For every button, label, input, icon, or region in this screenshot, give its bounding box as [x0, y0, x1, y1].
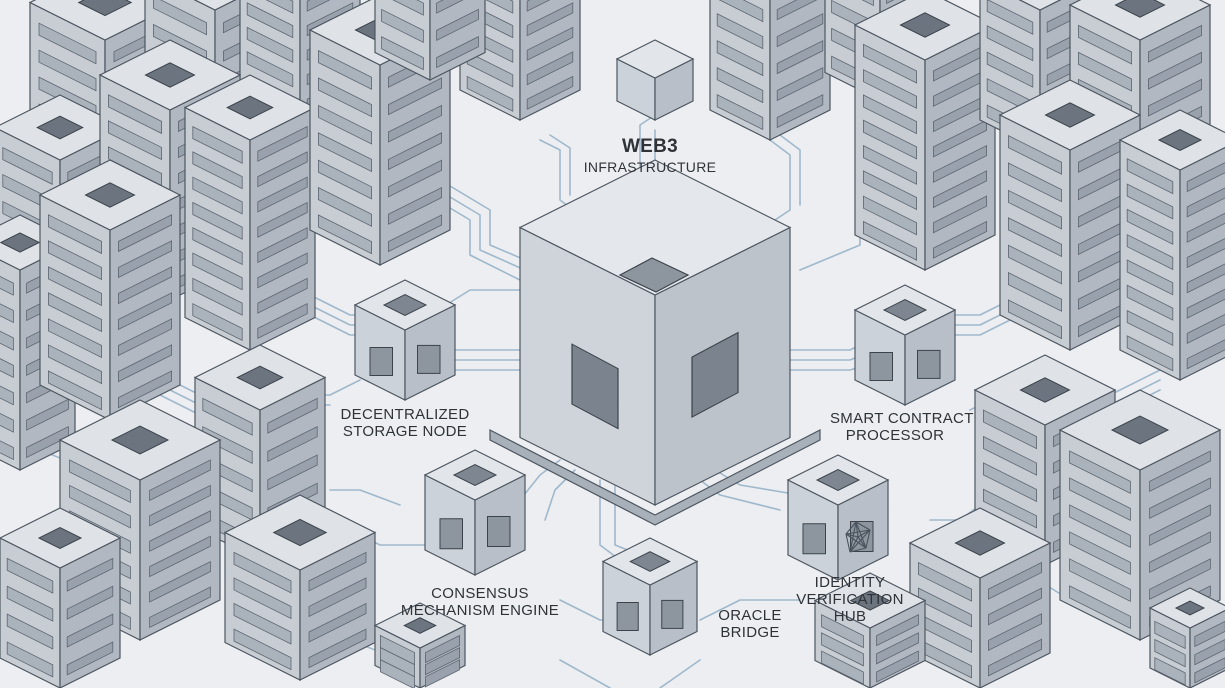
consensus-engine-cube: [423, 449, 527, 576]
chip-icon: [629, 551, 671, 572]
server-rack: [58, 399, 222, 641]
oracle-bridge-label-line-2: BRIDGE: [720, 624, 780, 641]
chip-icon: [1110, 415, 1170, 445]
chip-icon: [691, 331, 739, 418]
chip-icon: [618, 257, 690, 293]
chip-icon: [571, 343, 619, 430]
server-rack: [908, 507, 1052, 688]
chip-icon: [382, 293, 428, 317]
chip-icon: [802, 523, 826, 555]
network-icon: [845, 521, 871, 553]
chip-icon: [1174, 600, 1206, 616]
chip-icon: [1157, 128, 1203, 152]
chip-icon: [144, 62, 196, 88]
server-rack: [1148, 587, 1225, 688]
server-rack: [0, 507, 122, 688]
server-rack: [1118, 109, 1225, 381]
core-base-plate: [489, 429, 821, 526]
smart-contract-label-line-1: SMART CONTRACT: [830, 410, 974, 427]
chip-icon: [37, 526, 83, 550]
identity-hub-cube: [786, 454, 890, 581]
chip-icon: [1044, 102, 1096, 128]
chip-icon: [439, 518, 463, 550]
module-cubes: [353, 39, 957, 656]
server-rack: [1058, 389, 1222, 641]
smart-contract-cube: [853, 284, 957, 406]
chip-icon: [849, 590, 891, 611]
consensus-engine-label-line-1: CONSENSUS: [431, 585, 529, 602]
chip-icon: [417, 344, 441, 374]
storage-node-label-line-2: STORAGE NODE: [342, 423, 468, 440]
title-line-1: WEB3: [621, 136, 679, 157]
server-rack: [998, 79, 1142, 351]
chip-icon: [661, 599, 684, 629]
chip-icon: [36, 115, 84, 140]
identity-hub-label-line-2: VERIFICATION: [796, 591, 904, 608]
smart-contract-label-line-2: PROCESSOR: [845, 427, 945, 444]
consensus-engine-label-line-2: MECHANISM ENGINE: [400, 602, 560, 619]
chip-icon: [954, 530, 1006, 556]
core-cube: [518, 159, 792, 506]
identity-hub-label-line-1: IDENTITY: [814, 574, 886, 591]
storage-node-label: DECENTRALIZED STORAGE NODE: [335, 406, 475, 440]
server-rack: [374, 0, 486, 81]
identity-hub-label-line-3: HUB: [833, 608, 867, 625]
server-rack: [373, 602, 467, 688]
diagram-title: WEB3 INFRASTRUCTURE: [575, 136, 725, 176]
server-rack: [183, 74, 317, 351]
chip-icon: [1019, 377, 1071, 403]
chip-icon: [0, 232, 41, 253]
chip-icon: [110, 425, 170, 455]
chip-icon: [869, 352, 893, 381]
storage-node-cube: [353, 279, 457, 401]
chip-icon: [917, 349, 941, 379]
smart-contract-label: SMART CONTRACT PROCESSOR: [830, 410, 974, 444]
oracle-bridge-cube: [601, 537, 699, 656]
oracle-bridge-label: ORACLE BRIDGE: [705, 607, 795, 641]
server-rack: [853, 0, 997, 271]
chip-icon: [236, 365, 284, 390]
chip-icon: [882, 298, 928, 322]
chip-icon: [1114, 0, 1166, 18]
chip-icon: [452, 463, 498, 487]
chip-icon: [84, 182, 136, 208]
title-cube-icon: [615, 39, 695, 121]
chip-icon: [899, 12, 951, 38]
storage-node-label-line-1: DECENTRALIZED: [340, 406, 470, 423]
chip-icon: [226, 95, 274, 120]
chip-icon: [403, 617, 437, 634]
chip-icon: [616, 602, 639, 631]
title-line-2: INFRASTRUCTURE: [583, 159, 717, 175]
chip-icon: [369, 347, 393, 376]
oracle-bridge-label-line-1: ORACLE: [718, 607, 782, 624]
server-rack: [813, 572, 927, 688]
server-rack: [709, 0, 831, 141]
chip-icon: [272, 518, 328, 547]
chip-icon: [815, 468, 861, 492]
chip-icon: [487, 516, 511, 547]
server-rack: [38, 159, 182, 421]
server-rack: [223, 494, 377, 681]
consensus-engine-label: CONSENSUS MECHANISM ENGINE: [395, 585, 565, 619]
chip-icon: [77, 0, 133, 17]
identity-hub-label: IDENTITY VERIFICATION HUB: [780, 574, 920, 625]
